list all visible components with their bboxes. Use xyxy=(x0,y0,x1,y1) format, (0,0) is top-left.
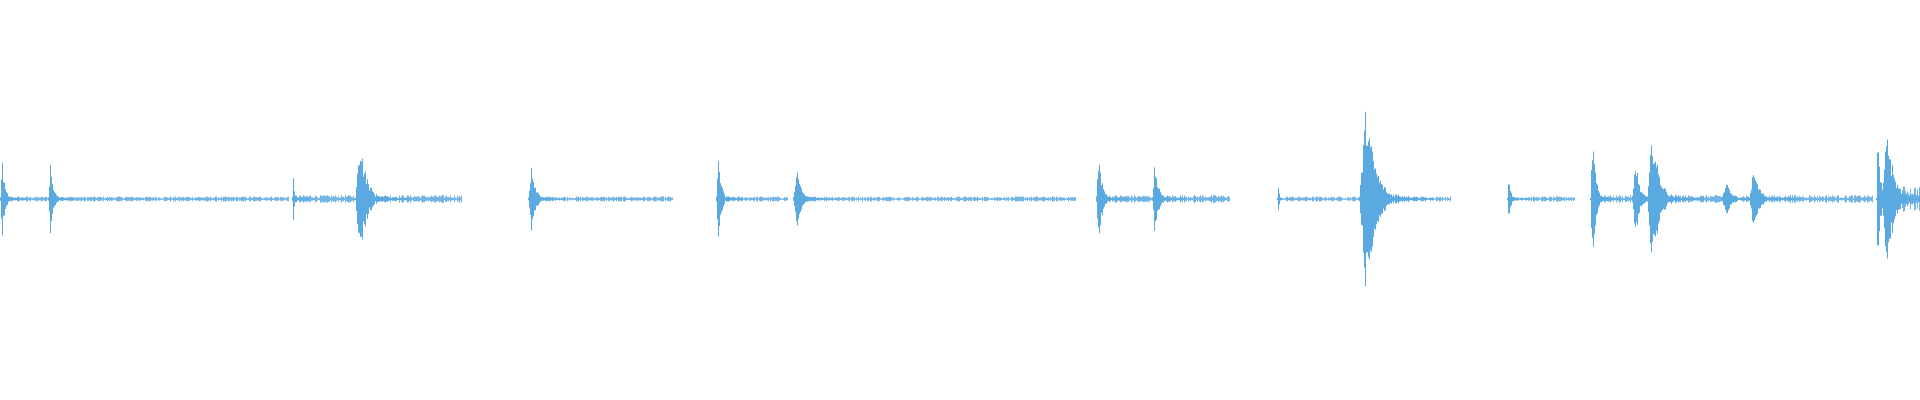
waveform-burst xyxy=(1647,145,1704,253)
waveform-burst xyxy=(48,164,75,234)
waveform-burst xyxy=(355,158,410,240)
waveform-burst xyxy=(1359,111,1434,287)
waveform-burst xyxy=(1590,151,1620,247)
waveform-quiet-segment xyxy=(793,196,1076,202)
waveform-burst xyxy=(1507,184,1529,214)
waveform-burst xyxy=(1096,164,1128,234)
waveform-burst xyxy=(0,162,27,236)
waveform-burst xyxy=(793,172,833,226)
waveform-burst xyxy=(528,167,565,231)
waveform-burst xyxy=(1152,167,1184,231)
waveform-baseline xyxy=(793,196,1076,202)
waveform-burst xyxy=(1882,139,1920,259)
waveform-baseline xyxy=(0,196,289,202)
waveform-burst xyxy=(1277,187,1294,211)
waveform-burst xyxy=(1789,194,1801,204)
waveform-quiet-segment xyxy=(0,196,289,202)
waveform-burst xyxy=(716,161,743,237)
waveform-burst xyxy=(292,178,309,220)
